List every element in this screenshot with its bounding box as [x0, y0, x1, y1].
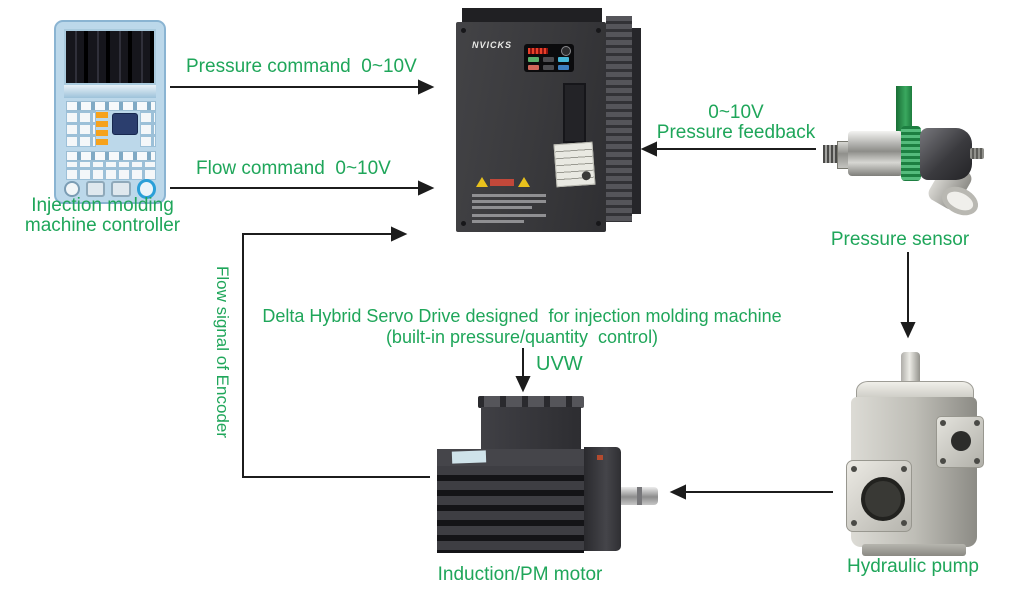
drive-screw [461, 221, 466, 226]
controller-function-keys-row [66, 151, 156, 161]
drive-button-up [543, 57, 554, 62]
pump-bolt-hole [974, 458, 980, 464]
controller-arrow-keys [96, 111, 108, 145]
pressure-sensor-label: Pressure sensor [830, 229, 970, 250]
arrow-uvw [515, 348, 531, 393]
sensor-head [920, 128, 972, 180]
motor-label: Induction/PM motor [437, 564, 603, 585]
induction-pm-motor-image [437, 466, 584, 553]
hydraulic-pump-label: Hydraulic pump [847, 556, 979, 577]
sensor-pcb [896, 86, 912, 136]
motor-shaft-ring [637, 487, 642, 505]
pressure-command-label: Pressure command 0~10V [186, 56, 417, 77]
drive-nameplate [553, 141, 596, 188]
sensor-green-collar [901, 126, 921, 181]
arrow-pump-to-motor [669, 484, 833, 500]
drive-brand-text: NVICKS [472, 40, 513, 50]
warning-triangle-icon [518, 177, 530, 187]
pump-left-port [861, 477, 905, 521]
pump-bolt-hole [851, 466, 857, 472]
motor-red-tag [597, 455, 603, 460]
arrow-pressure-command [170, 79, 435, 95]
controller-keypad-grid [66, 161, 156, 180]
drive-button-down [543, 65, 554, 70]
pump-shaft [901, 352, 920, 388]
injection-molding-controller-image [54, 20, 166, 204]
drive-side-trim [632, 28, 641, 214]
pump-bolt-hole [901, 520, 907, 526]
drive-heatsink [606, 16, 632, 222]
controller-screen-strip [64, 85, 156, 98]
arrow-flow-command [170, 180, 435, 196]
drive-button-blue [558, 57, 569, 62]
drive-screw [461, 28, 466, 33]
controller-screen [64, 29, 156, 85]
pump-bolt-hole [901, 466, 907, 472]
drive-warning-text-line [472, 206, 532, 209]
sensor-thread [823, 145, 838, 163]
sensor-connector-stud [970, 148, 984, 159]
servo-drive-image: NVICKS [456, 22, 606, 232]
pump-bolt-hole [940, 458, 946, 464]
drive-keypad [524, 44, 574, 72]
drive-screw [596, 221, 601, 226]
controller-keypad-grid [66, 111, 96, 147]
motor-junction-box [481, 407, 581, 457]
drive-dial [561, 46, 571, 56]
motor-junction-box-lid [478, 396, 584, 408]
motor-end-bell [584, 447, 621, 551]
pump-right-flange [936, 416, 984, 468]
controller-power-button [136, 179, 157, 199]
flow-command-label: Flow command 0~10V [196, 158, 391, 179]
pump-bolt-hole [851, 520, 857, 526]
drive-screw [596, 28, 601, 33]
motor-nameplate [451, 450, 487, 464]
drive-warning-text-line [472, 220, 524, 223]
pressure-sensor-image [848, 131, 903, 176]
pump-right-port [951, 431, 971, 451]
drive-button-mode [558, 65, 569, 70]
pump-base [862, 544, 966, 556]
drive-caption: Delta Hybrid Servo Drive designed for in… [262, 306, 782, 347]
controller-bottom-buttons [64, 179, 157, 199]
drive-warning-title [490, 179, 514, 186]
controller-keypad-grid [140, 111, 156, 147]
uvw-label: UVW [536, 353, 583, 375]
warning-triangle-icon [476, 177, 488, 187]
pump-left-flange [846, 460, 912, 532]
pump-bolt-hole [940, 420, 946, 426]
drive-button-green [528, 57, 539, 62]
drive-mounting-bracket [462, 8, 602, 24]
drive-nameplate-logo [581, 170, 592, 181]
drive-warning-text-line [472, 200, 546, 203]
controller-function-keys-row [66, 101, 156, 111]
arrow-encoder-feedback [242, 226, 430, 478]
arrow-pressure-feedback [640, 141, 816, 157]
drive-warning-text-line [472, 194, 546, 197]
controller-square-button [85, 181, 106, 197]
drive-led-display [528, 48, 548, 54]
controller-round-button [64, 181, 80, 197]
drive-terminal-slot [563, 83, 586, 143]
drive-warning-text-line [472, 214, 546, 217]
pump-bolt-hole [974, 420, 980, 426]
encoder-feedback-label: Flow signal of Encoder [213, 266, 232, 438]
drive-button-red [528, 65, 539, 70]
controller-nav-key [112, 113, 138, 135]
controller-square-button [111, 181, 131, 197]
arrow-sensor-to-pump [900, 252, 916, 339]
